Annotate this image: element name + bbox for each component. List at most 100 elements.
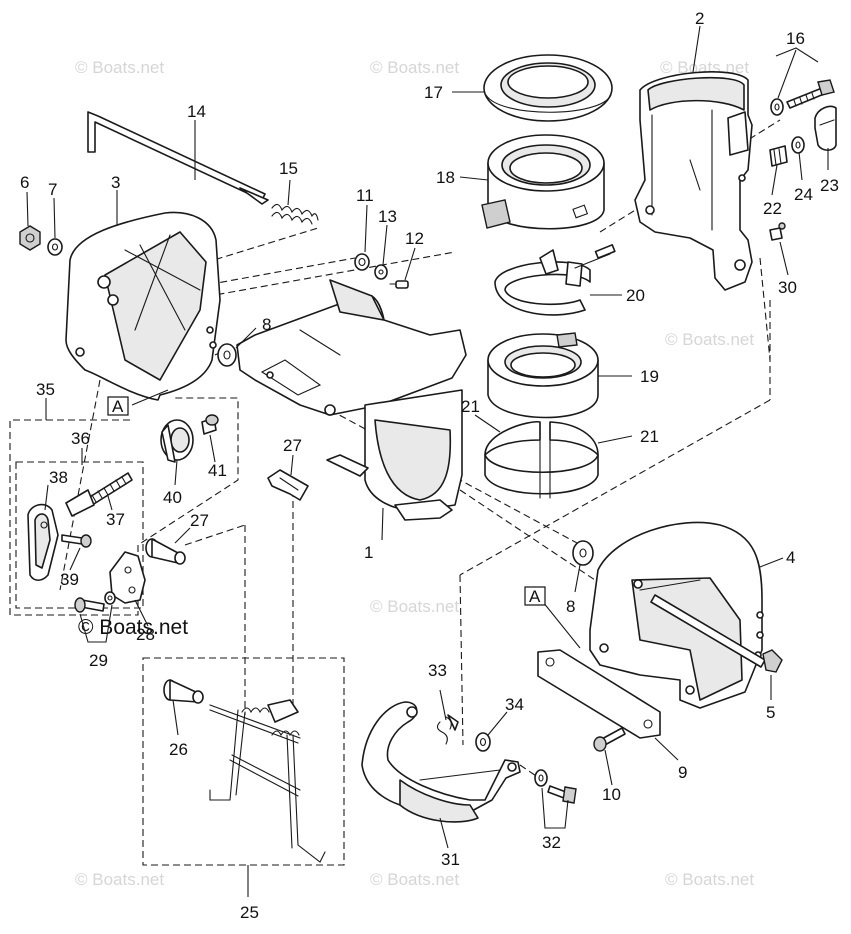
part-5-bolt <box>650 594 783 673</box>
part-24-washer <box>791 136 805 154</box>
part-7-washer <box>47 238 63 256</box>
part-13-washer <box>374 264 388 280</box>
part-8-washer-upper <box>217 343 237 367</box>
watermark: © Boats.net <box>665 330 754 349</box>
callout-36: 36 <box>71 429 90 448</box>
callout-34: 34 <box>505 695 524 714</box>
part-14-rod <box>87 111 269 205</box>
callout-41: 41 <box>208 461 227 480</box>
part-33-spring <box>436 714 459 745</box>
part-27-pin-lower <box>145 538 186 565</box>
part-40-knob <box>160 419 194 463</box>
callout-14: 14 <box>187 102 206 121</box>
callout-8-lower: 8 <box>566 597 575 616</box>
watermark: © Boats.net <box>370 597 459 616</box>
watermark: © Boats.net <box>75 870 164 889</box>
callout-27-lower: 27 <box>190 511 209 530</box>
part-27-clip-upper <box>267 469 309 501</box>
callout-35: 35 <box>36 380 55 399</box>
callout-20: 20 <box>626 286 645 305</box>
callout-30: 30 <box>778 278 797 297</box>
callout-21-left: 21 <box>461 397 480 416</box>
callout-10: 10 <box>602 785 621 804</box>
callout-13: 13 <box>378 207 397 226</box>
part-2-housing <box>634 71 753 291</box>
part-17-seal-ring <box>483 54 613 122</box>
part-32-washer <box>534 769 548 787</box>
callout-38: 38 <box>49 468 68 487</box>
part-11-bushing <box>354 253 370 271</box>
callout-8-upper: 8 <box>262 315 271 334</box>
reference-mark-a-left: A <box>107 396 129 416</box>
reference-mark-label: A <box>112 397 124 416</box>
callout-18: 18 <box>436 168 455 187</box>
part-3-bracket <box>65 211 221 401</box>
callout-15: 15 <box>279 159 298 178</box>
callout-22: 22 <box>763 199 782 218</box>
part-31-tilt-lever <box>361 701 521 823</box>
part-18-bushing <box>481 134 605 230</box>
callout-31: 31 <box>441 850 460 869</box>
part-8-washer-lower <box>572 540 594 566</box>
part-30-grease-fitting <box>769 222 786 241</box>
callout-19: 19 <box>640 367 659 386</box>
part-19-bushing <box>487 332 599 419</box>
part-29-washer <box>104 591 116 605</box>
part-1-swivel <box>236 279 467 521</box>
part-12-screw <box>389 280 409 289</box>
part-23-knob <box>814 105 837 152</box>
callout-7: 7 <box>48 180 57 199</box>
callout-1: 1 <box>364 543 373 562</box>
leader-lines <box>26 25 829 897</box>
callout-29: 29 <box>89 651 108 670</box>
part-29-bolt <box>74 597 105 613</box>
callout-labels: 1 2 3 4 5 6 7 8 8 9 10 11 12 13 14 15 16… <box>20 9 839 922</box>
callout-39: 39 <box>60 570 79 589</box>
callout-3: 3 <box>111 173 120 192</box>
callout-21-right: 21 <box>640 427 659 446</box>
part-16-bolt <box>786 79 835 109</box>
part-9-plate <box>537 649 661 739</box>
part-38-cam-lever <box>27 503 59 582</box>
part-32-bolt <box>547 785 577 804</box>
part-6-nut <box>19 225 41 251</box>
watermark: © Boats.net <box>370 58 459 77</box>
part-41-screw <box>201 414 219 435</box>
callout-17: 17 <box>424 83 443 102</box>
part-20-clamp-band <box>494 244 616 316</box>
part-25-tilt-support <box>209 699 326 863</box>
part-37-threaded-rod <box>65 472 133 517</box>
callout-2: 2 <box>695 9 704 28</box>
reference-mark-label: A <box>529 587 541 606</box>
reference-mark-a-right: A <box>524 586 546 606</box>
callout-24: 24 <box>794 185 813 204</box>
callout-37: 37 <box>106 510 125 529</box>
part-21-split-bushings <box>484 421 599 499</box>
part-26-rivet <box>163 679 204 704</box>
callout-23: 23 <box>820 176 839 195</box>
part-15-spring <box>271 203 319 225</box>
callout-27-upper: 27 <box>283 436 302 455</box>
watermark-bold: © Boats.net <box>78 616 188 639</box>
callout-26: 26 <box>169 740 188 759</box>
callout-28: 28 <box>136 625 155 644</box>
callout-32: 32 <box>542 833 561 852</box>
callout-6: 6 <box>20 173 29 192</box>
callout-12: 12 <box>405 229 424 248</box>
callout-11: 11 <box>356 186 374 205</box>
watermark: © Boats.net <box>75 58 164 77</box>
part-10-screw <box>593 727 626 752</box>
callout-16: 16 <box>786 29 805 48</box>
callout-40: 40 <box>163 488 182 507</box>
part-34-bushing <box>475 732 491 752</box>
watermark: © Boats.net <box>370 870 459 889</box>
callout-25: 25 <box>240 903 259 922</box>
part-16-washer <box>770 98 784 116</box>
callout-5: 5 <box>766 703 775 722</box>
callout-4: 4 <box>786 548 795 567</box>
part-39-screw <box>61 534 92 548</box>
watermark: © Boats.net <box>665 870 754 889</box>
callout-33: 33 <box>428 661 447 680</box>
part-22-set-screw <box>769 145 788 167</box>
